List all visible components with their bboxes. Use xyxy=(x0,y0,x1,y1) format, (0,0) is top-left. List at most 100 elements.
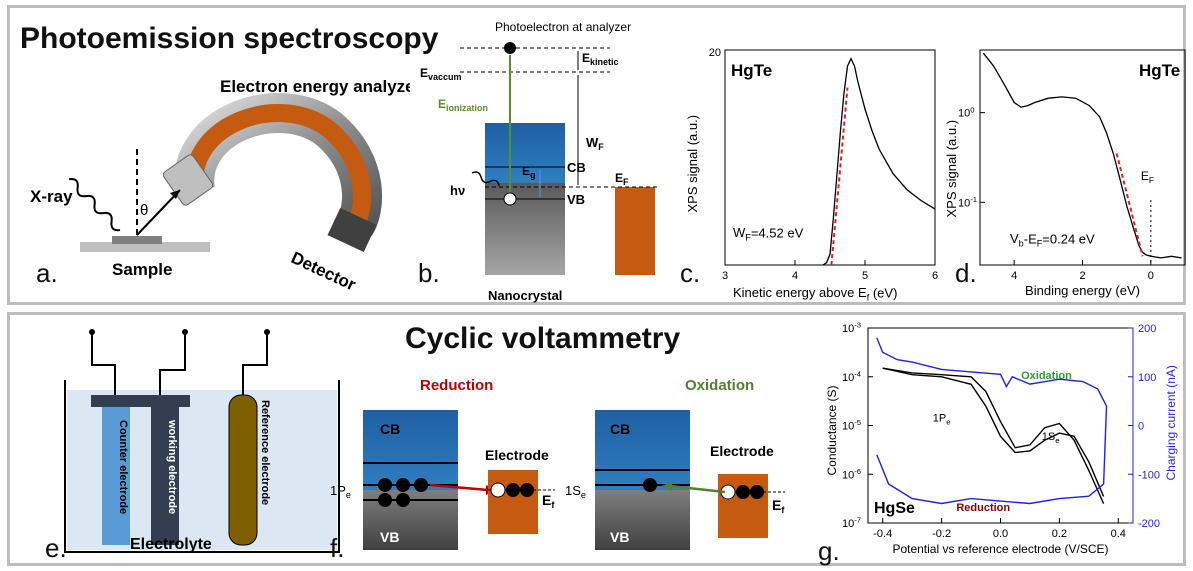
cb-label: CB xyxy=(567,160,586,175)
working-electrode xyxy=(151,407,179,545)
cyclic-voltammetry-panel xyxy=(7,312,1186,566)
panel-label-e: e. xyxy=(45,533,67,563)
y-tick-label-left: 10-4 xyxy=(842,369,862,383)
oxidation-vb-label: VB xyxy=(610,529,629,545)
oxidation-transfer-arrow xyxy=(669,484,726,494)
reduction-ef-label: Ef xyxy=(542,492,555,510)
y-tick-label: 10-1 xyxy=(958,195,977,209)
reduction-transfer-arrow xyxy=(429,483,489,492)
y-tick-label-left: 10-3 xyxy=(842,321,861,335)
photoemission-title: Photoemission spectroscopy xyxy=(20,22,439,55)
ef-label: EF xyxy=(1141,169,1154,185)
state-1s-label: 1Se xyxy=(1042,431,1060,445)
counter-label: Counter electrode xyxy=(117,420,129,514)
analyzer-core xyxy=(185,104,371,230)
working-label: working electrode xyxy=(166,419,178,514)
x-tick-label: 4 xyxy=(1011,270,1017,282)
evaccum-label: Evaccum xyxy=(420,66,462,82)
photoelectron-arrowhead xyxy=(170,190,180,199)
oxidation-electrode-label: Electrode xyxy=(710,443,774,459)
electron-5 xyxy=(396,493,410,507)
x-tick-label: 5 xyxy=(862,270,868,282)
eg-label: Eg xyxy=(522,164,536,180)
charge-transfer-diagram: Reduction CB VB 1Pe Electrode Ef Oxidati… xyxy=(330,377,785,550)
cb-band xyxy=(485,123,565,183)
electron-3 xyxy=(414,478,428,492)
hv-label: hν xyxy=(450,183,465,198)
y-axis-label: XPS signal (a.u.) xyxy=(685,115,700,213)
theta-label: θ xyxy=(140,202,148,219)
panel-label-f: f. xyxy=(330,533,345,563)
panel-label-b: b. xyxy=(418,258,440,288)
electron-4 xyxy=(378,493,392,507)
vb-label: VB xyxy=(567,192,585,207)
y-tick-label-right: 100 xyxy=(1138,372,1156,384)
chart-title: HgTe xyxy=(1139,61,1180,80)
x-tick-label: 0.2 xyxy=(1052,528,1067,540)
spectrum-line xyxy=(822,57,936,266)
cell-container xyxy=(64,380,340,553)
electron-2 xyxy=(396,478,410,492)
working-wire xyxy=(159,332,186,395)
reference-electrode xyxy=(228,394,258,546)
sample-stage xyxy=(80,242,210,252)
y-tick-label-right: 200 xyxy=(1138,323,1156,335)
y-axis-label-left: Conductance (S) xyxy=(825,385,839,475)
current-line xyxy=(876,337,1108,505)
state-1p-label: 1Pe xyxy=(933,413,951,427)
energy-level-diagram: Photoelectron at analyzer Ekinetic Evacc… xyxy=(420,20,660,303)
working-holder xyxy=(140,395,190,407)
sample-block xyxy=(112,236,162,244)
x-tick-label: -0.4 xyxy=(873,528,892,540)
reduction-hole xyxy=(490,482,506,498)
oxidation-label: Oxidation xyxy=(1021,370,1072,382)
fit-line xyxy=(830,87,849,266)
panel-label-g: g. xyxy=(818,536,840,566)
oxidation-cb xyxy=(595,410,690,490)
oxidation-electron xyxy=(643,478,657,492)
xray-label: X-ray xyxy=(30,187,73,206)
panel-label-c: c. xyxy=(680,258,701,288)
photon-wave xyxy=(471,171,500,186)
x-axis-label: Potential vs reference electrode (V/SCE) xyxy=(892,542,1108,556)
y-tick-label-left: 10-5 xyxy=(842,418,861,432)
detector-label: Detector xyxy=(288,248,359,295)
electron-1 xyxy=(378,478,392,492)
x-tick-label: 3 xyxy=(722,270,728,282)
electrode-electron-2 xyxy=(520,483,534,497)
reduction-vb-label: VB xyxy=(380,529,399,545)
photoemission-setup-diagram: Electron energy analyzer Detector Sample… xyxy=(30,77,410,295)
panel-label-d: d. xyxy=(955,258,977,288)
nanocrystal-label: Nanocrystal xyxy=(488,288,562,303)
electrode-electron-1 xyxy=(506,483,520,497)
x-tick-label: 4 xyxy=(792,270,798,282)
conductance-line xyxy=(882,367,1105,504)
oxidation-1s-label: 1Se xyxy=(565,483,586,500)
detector-box xyxy=(327,207,377,253)
sample-label: HgSe xyxy=(874,500,915,517)
reduction-label: Reduction xyxy=(956,502,1010,514)
reference-terminal xyxy=(264,329,270,335)
ekinetic-label: Ekinetic xyxy=(582,51,619,67)
spectrum-line xyxy=(982,52,1182,259)
photoelectron-arrow xyxy=(136,189,181,236)
photoelectron-label: Photoelectron at analyzer xyxy=(495,20,631,34)
plot-frame xyxy=(724,49,936,266)
eionization-label: Eionization xyxy=(438,97,488,113)
y-tick-label-right: 0 xyxy=(1138,421,1144,433)
oxidation-arrowhead xyxy=(662,481,672,491)
panel-label-a: a. xyxy=(36,258,58,288)
x-axis-label: Binding energy (eV) xyxy=(1025,283,1140,298)
oxidation-cb-label: CB xyxy=(610,421,630,437)
reduction-electrode-label: Electrode xyxy=(485,447,549,463)
reduction-cb-label: CB xyxy=(380,421,400,437)
y-tick-label: 20 xyxy=(709,47,721,59)
y-tick-label-right: -200 xyxy=(1138,518,1160,530)
ef-label: EF xyxy=(615,171,629,187)
oxidation-electrode-electron-2 xyxy=(750,485,764,499)
y-tick-label-left: 10-7 xyxy=(842,516,861,530)
x-tick-label: 0.4 xyxy=(1111,528,1126,540)
wf-label: WF xyxy=(586,135,604,152)
sample-label: Sample xyxy=(112,260,172,279)
counter-holder xyxy=(91,395,141,407)
